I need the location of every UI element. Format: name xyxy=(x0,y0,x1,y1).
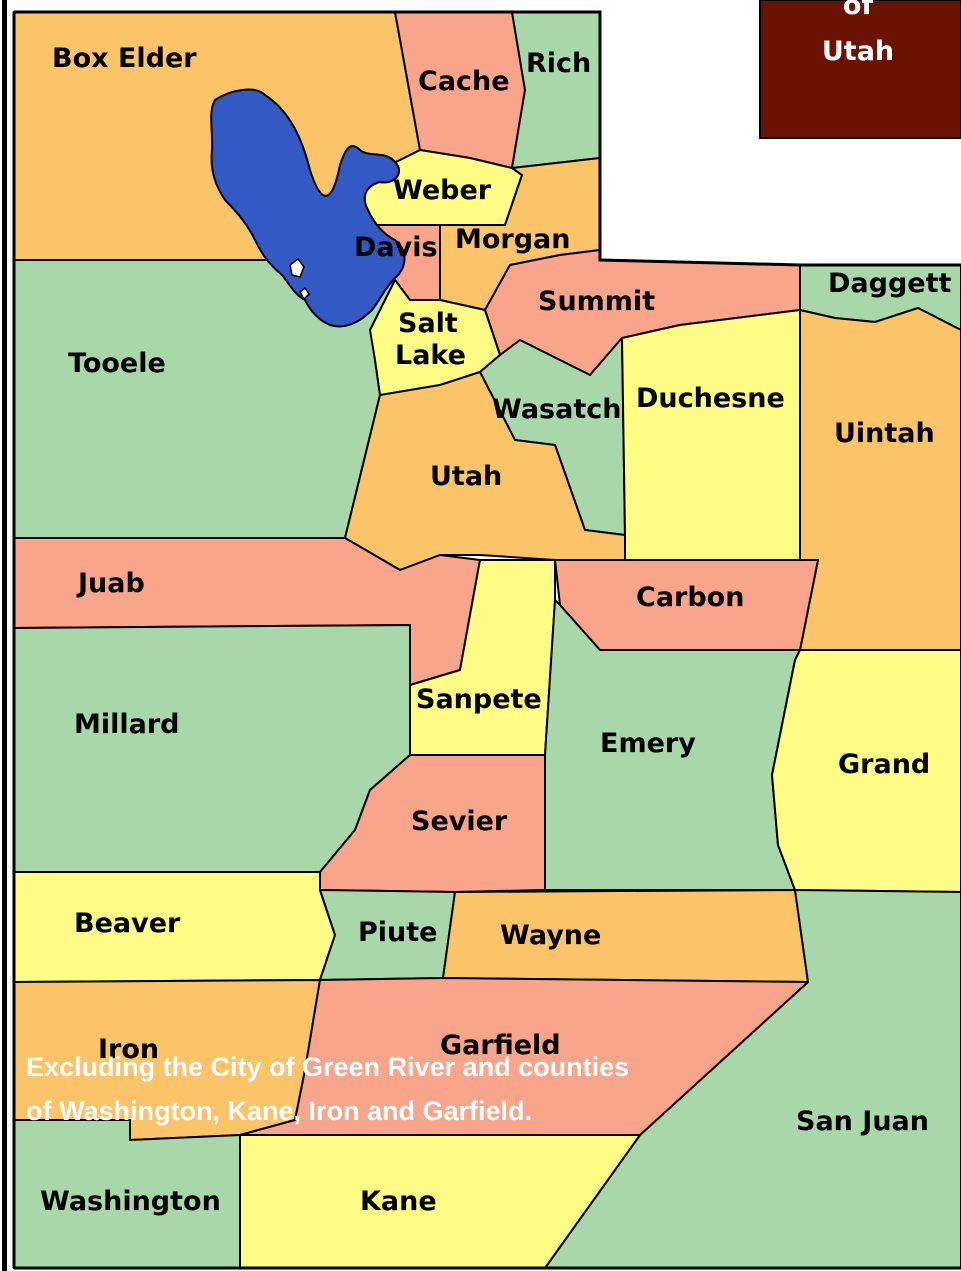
label-salt-lake-1: Salt xyxy=(398,308,458,339)
label-summit: Summit xyxy=(538,286,655,317)
label-duchesne: Duchesne xyxy=(636,383,785,414)
label-juab: Juab xyxy=(76,568,145,599)
exclusion-note-line2: of Washington, Kane, Iron and Garfield. xyxy=(26,1096,533,1126)
county-rich[interactable] xyxy=(511,11,601,169)
label-millard: Millard xyxy=(74,709,180,740)
label-sanpete: Sanpete xyxy=(416,684,542,715)
county-wayne[interactable] xyxy=(442,889,809,983)
exclusion-note: Excluding the City of Green River and co… xyxy=(26,1045,786,1133)
map-border xyxy=(14,10,961,267)
label-uintah: Uintah xyxy=(834,418,935,449)
label-daggett: Daggett xyxy=(828,268,952,299)
label-san-juan: San Juan xyxy=(796,1106,929,1137)
left-frame-bar xyxy=(2,0,7,1271)
county-grand[interactable] xyxy=(771,649,961,893)
label-morgan: Morgan xyxy=(455,224,571,255)
label-piute: Piute xyxy=(358,917,437,948)
label-garfield: Garfield xyxy=(440,1030,561,1061)
label-grand: Grand xyxy=(838,749,930,780)
title-line2: Utah xyxy=(822,36,894,67)
label-wayne: Wayne xyxy=(500,920,601,951)
label-box-elder: Box Elder xyxy=(52,43,197,74)
county-duchesne[interactable] xyxy=(621,309,801,561)
label-carbon: Carbon xyxy=(636,582,744,613)
exclusion-note-line1: Excluding the City of Green River and co… xyxy=(26,1052,630,1082)
great-salt-lake xyxy=(210,88,406,328)
title-box xyxy=(759,0,961,139)
label-emery: Emery xyxy=(600,728,696,759)
label-davis: Davis xyxy=(354,232,438,263)
label-cache: Cache xyxy=(418,66,510,97)
label-tooele: Tooele xyxy=(68,348,166,379)
label-wasatch: Wasatch xyxy=(492,394,621,425)
label-utah: Utah xyxy=(430,461,502,492)
county-uintah[interactable] xyxy=(799,307,961,651)
label-sevier: Sevier xyxy=(411,806,508,837)
title-line1: of xyxy=(843,0,874,21)
label-rich: Rich xyxy=(526,48,591,79)
label-washington: Washington xyxy=(40,1186,221,1217)
label-beaver: Beaver xyxy=(74,908,181,939)
label-iron: Iron xyxy=(98,1034,159,1065)
label-kane: Kane xyxy=(360,1186,437,1217)
lake-islands xyxy=(289,257,310,301)
label-weber: Weber xyxy=(393,175,492,206)
label-salt-lake-2: Lake xyxy=(395,340,466,371)
